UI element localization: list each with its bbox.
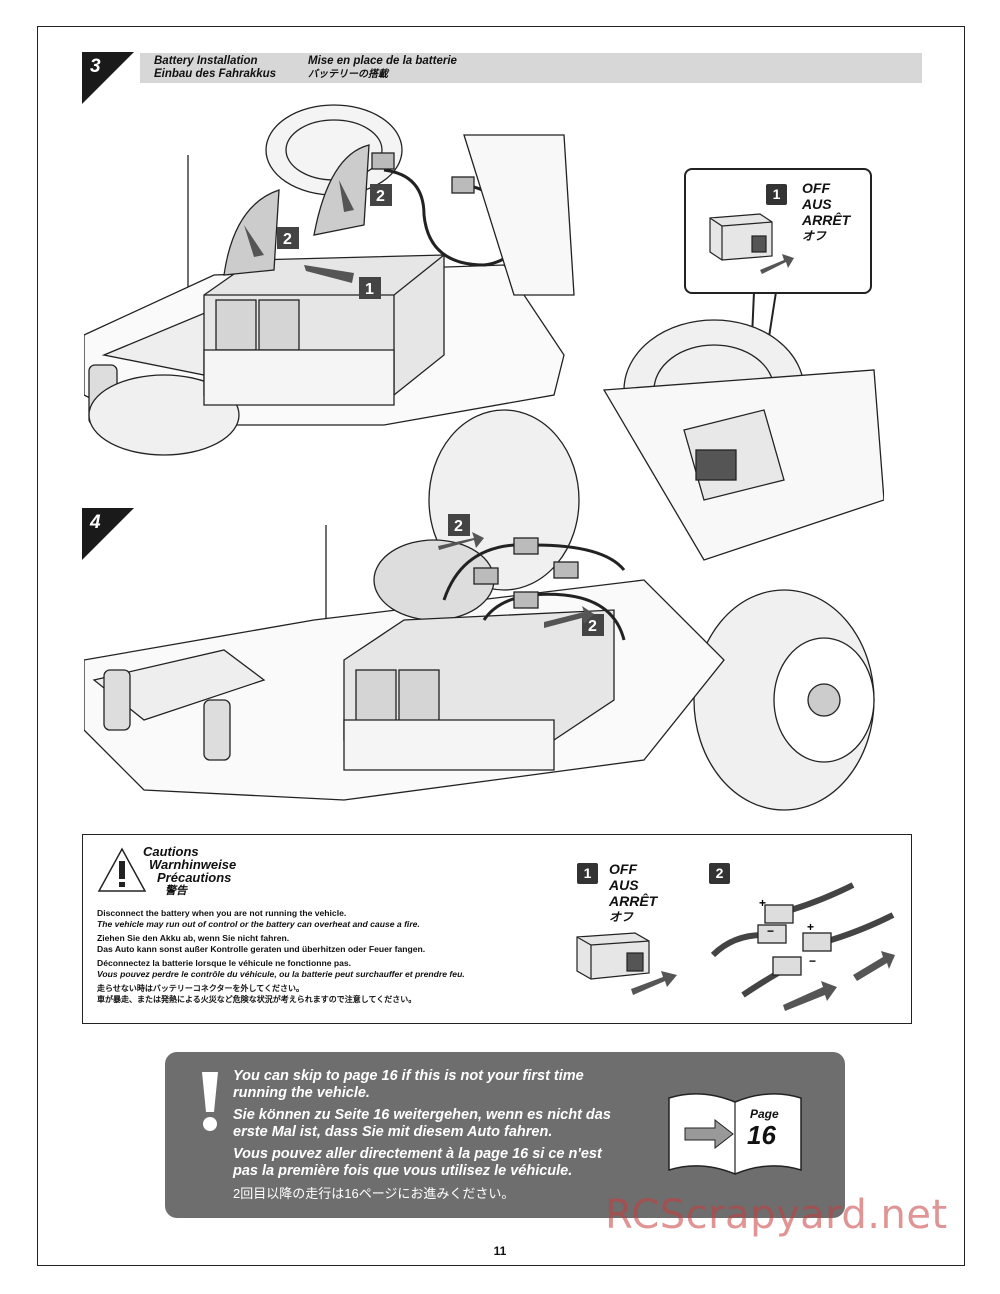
cautions-title-ja: 警告 bbox=[165, 885, 187, 897]
skip-text-de-2: erste Mal ist, dass Sie mit diesem Auto … bbox=[233, 1124, 553, 1140]
svg-text:+: + bbox=[807, 920, 814, 934]
svg-text:−: − bbox=[767, 924, 774, 938]
step-3-badge bbox=[82, 52, 134, 104]
caution-line-2: The vehicle may run out of control or th… bbox=[97, 919, 420, 929]
cautions-title-de: Warnhinweise bbox=[149, 857, 237, 872]
caution-off-en: OFF bbox=[609, 861, 637, 877]
caution-switch-illustration bbox=[576, 932, 677, 995]
chassis-connection-illustration: 2 2 bbox=[84, 319, 884, 811]
caution-line-3: Ziehen Sie den Akku ab, wenn Sie nicht f… bbox=[97, 933, 290, 943]
exclamation-icon bbox=[202, 1072, 218, 1131]
watermark: RCScrapyard.net bbox=[605, 1192, 948, 1238]
callout-off-fr: ARRÊT bbox=[802, 212, 851, 228]
callout-off-en: OFF bbox=[802, 180, 830, 196]
step-3-title-en: Battery Installation bbox=[154, 55, 258, 67]
step-3-header-bar: Battery Installation Einbau des Fahrakku… bbox=[140, 53, 922, 83]
step-4-number: 4 bbox=[90, 512, 101, 533]
svg-text:−: − bbox=[809, 954, 816, 968]
skip-text-fr-2: pas la première fois que vous utilisez l… bbox=[233, 1163, 573, 1179]
callout-step-1-badge: 1 bbox=[766, 184, 787, 205]
callout-off-de: AUS bbox=[802, 196, 832, 212]
step-3-number: 3 bbox=[90, 56, 101, 77]
step-3-title-ja: バッテリーの搭載 bbox=[308, 69, 388, 80]
caution-off-fr: ARRÊT bbox=[609, 893, 658, 909]
skip-text-en-2: running the vehicle. bbox=[233, 1085, 370, 1101]
caution-disconnect-illustration: + + − − bbox=[710, 882, 895, 1011]
skip-text-fr-1: Vous pouvez aller directement à la page … bbox=[233, 1146, 602, 1162]
svg-text:2: 2 bbox=[454, 518, 463, 535]
caution-line-5: Déconnectez la batterie lorsque le véhic… bbox=[97, 958, 352, 968]
warning-triangle-icon bbox=[97, 847, 147, 892]
page-frame bbox=[37, 26, 965, 1266]
cautions-title-fr: Précautions bbox=[157, 870, 232, 885]
caution-off-ja: オフ bbox=[609, 910, 634, 924]
caution-off-de: AUS bbox=[609, 877, 639, 893]
svg-text:2: 2 bbox=[588, 618, 597, 635]
step-3-title-fr: Mise en place de la batterie bbox=[308, 55, 457, 67]
battery-installation-illustration: 1 2 2 bbox=[84, 104, 575, 456]
svg-text:1: 1 bbox=[365, 281, 374, 298]
cautions-title-en: Cautions bbox=[143, 844, 199, 859]
switch-off-callout: 1 OFF AUS ARRÊT オフ bbox=[684, 168, 872, 294]
cautions-box: Cautions Warnhinweise Précautions 警告 Dis… bbox=[82, 834, 912, 1024]
caution-line-6: Vous pouvez perdre le contrôle du véhicu… bbox=[97, 969, 465, 979]
caution-line-7: 走らせない時はバッテリーコネクターを外してください。 bbox=[97, 984, 305, 993]
caution-line-4: Das Auto kann sonst außer Kontrolle gera… bbox=[97, 944, 426, 954]
skip-text-ja: 2回目以降の走行は16ページにお進みください。 bbox=[233, 1186, 515, 1201]
page-number: 11 bbox=[493, 1244, 507, 1258]
power-switch-illustration bbox=[709, 213, 794, 274]
skip-ahead-note: You can skip to page 16 if this is not y… bbox=[165, 1052, 845, 1218]
book-page-number: 16 bbox=[747, 1120, 776, 1150]
svg-text:+: + bbox=[759, 896, 766, 910]
svg-text:2: 2 bbox=[283, 231, 292, 248]
caution-step-2-badge: 2 bbox=[709, 863, 730, 884]
step-4-badge bbox=[82, 508, 134, 560]
skip-text-en-1: You can skip to page 16 if this is not y… bbox=[233, 1068, 584, 1084]
skip-text-de-1: Sie können zu Seite 16 weitergehen, wenn… bbox=[233, 1107, 611, 1123]
caution-line-8: 車が暴走、または発熱による火災など危険な状況が考えられますので注意してください。 bbox=[97, 995, 417, 1004]
caution-step-1-badge: 1 bbox=[577, 863, 598, 884]
svg-text:2: 2 bbox=[376, 188, 385, 205]
callout-off-ja: オフ bbox=[802, 229, 827, 243]
caution-line-1: Disconnect the battery when you are not … bbox=[97, 908, 347, 918]
book-page-label: Page bbox=[750, 1107, 779, 1121]
step-3-title-de: Einbau des Fahrakkus bbox=[154, 68, 277, 80]
open-book-icon bbox=[668, 1093, 802, 1175]
